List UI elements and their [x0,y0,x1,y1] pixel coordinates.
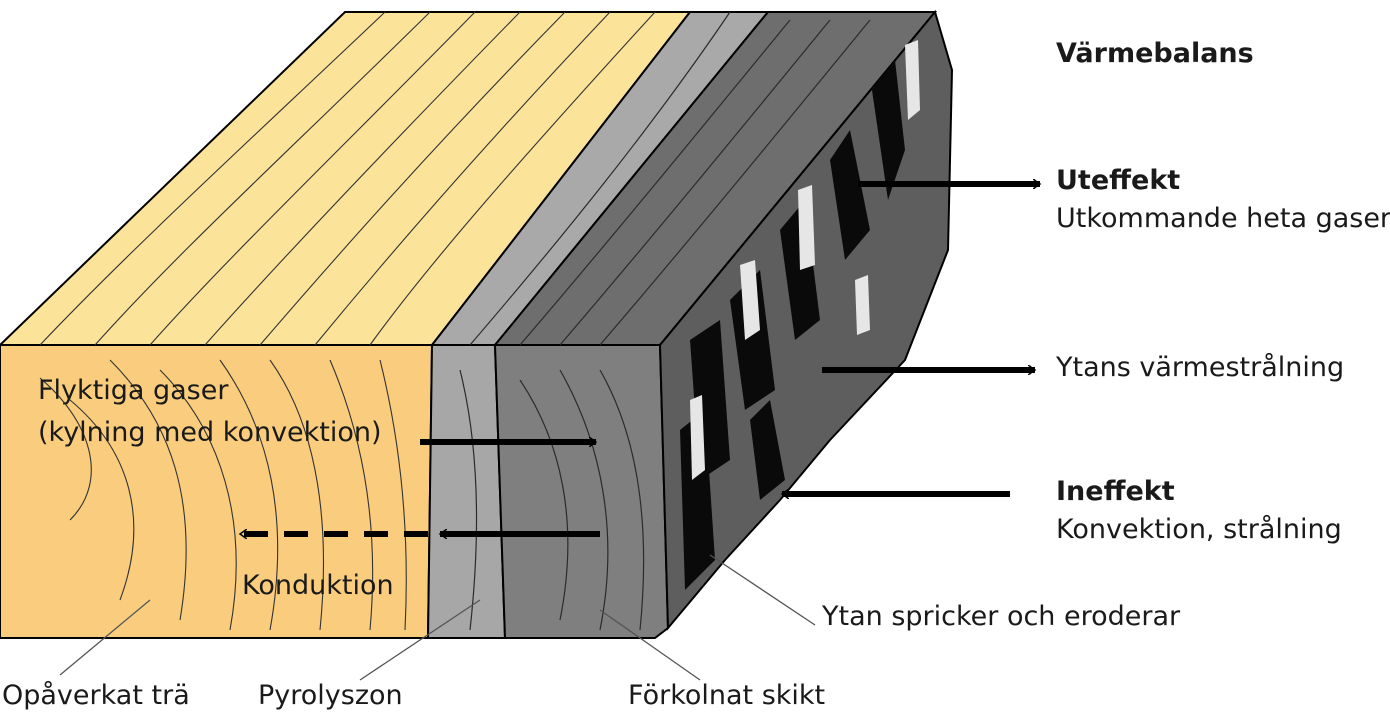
outflow-text: Utkommande heta gaser [1056,203,1390,234]
surface-embers [690,40,920,480]
pyrolysis-front-face [426,344,507,639]
conduction-label: Konduktion [242,570,394,601]
pyrolysis-zone-label: Pyrolyszon [258,680,403,711]
volatile-gases-line1: Flyktiga gaser [38,375,229,406]
char-layer-label: Förkolnat skikt [628,680,826,711]
inflow-text: Konvektion, strålning [1056,514,1342,545]
char-front-face [493,344,670,639]
outflow-heading: Uteffekt [1056,165,1181,196]
leader-lines [59,554,816,681]
inflow-heading: Ineffekt [1056,476,1175,507]
volatile-gases-line2: (kylning med konvektion) [38,417,382,448]
unaffected-wood-label: Opåverkat trä [2,680,190,711]
radiation-text: Ytans värmestrålning [1056,352,1345,383]
wood-grain [39,11,656,631]
surface-cracks-label: Ytan spricker och eroderar [822,601,1181,632]
char-texture [459,11,871,631]
diagram-title: Värmebalans [1056,38,1254,69]
